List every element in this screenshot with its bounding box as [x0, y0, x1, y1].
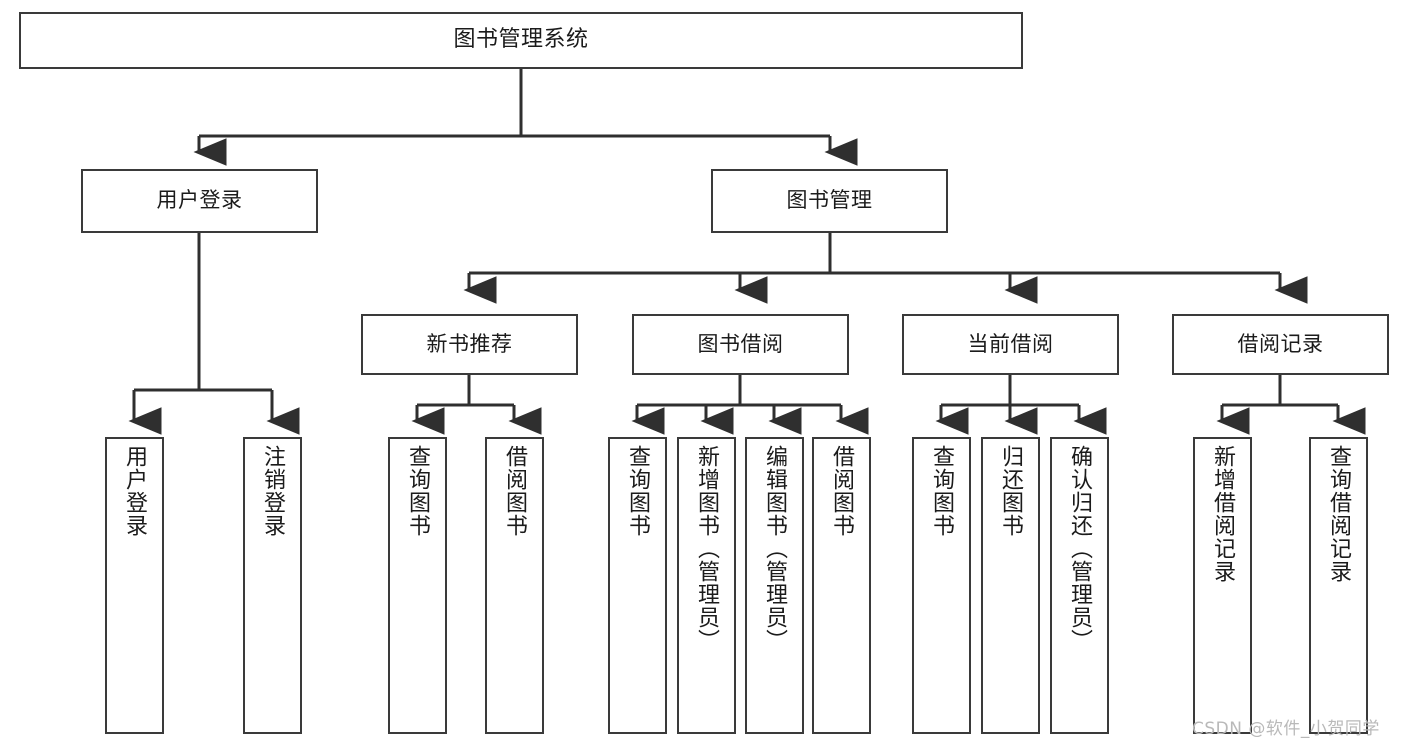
node-leaf-return-book-label: 归还图书 [998, 445, 1024, 537]
node-leaf-query-book-1-label: 查询图书 [405, 445, 431, 537]
node-root-label: 图书管理系统 [453, 27, 589, 53]
node-leaf-return-book[interactable]: 归还图书 [981, 437, 1040, 734]
node-leaf-query-record[interactable]: 查询借阅记录 [1309, 437, 1368, 734]
node-leaf-add-record-label: 新增借阅记录 [1210, 445, 1236, 583]
node-leaf-query-book-3-label: 查询图书 [929, 445, 955, 537]
node-book-manage[interactable]: 图书管理 [711, 169, 948, 233]
node-user-login-label: 用户登录 [156, 188, 243, 213]
node-leaf-query-book-1[interactable]: 查询图书 [388, 437, 447, 734]
node-borrow-record-label: 借阅记录 [1237, 331, 1324, 356]
node-leaf-confirm-return-label: 确认归还（管理员） [1067, 445, 1093, 652]
node-borrow-record[interactable]: 借阅记录 [1172, 314, 1389, 375]
node-leaf-logout-login-label: 注销登录 [260, 445, 286, 537]
node-book-borrow-label: 图书借阅 [697, 331, 784, 356]
node-leaf-user-login[interactable]: 用户登录 [105, 437, 164, 734]
node-leaf-borrow-book-1-label: 借阅图书 [502, 445, 528, 537]
node-root[interactable]: 图书管理系统 [19, 12, 1023, 69]
node-leaf-query-book-3[interactable]: 查询图书 [912, 437, 971, 734]
node-user-login[interactable]: 用户登录 [81, 169, 318, 233]
node-leaf-logout-login[interactable]: 注销登录 [243, 437, 302, 734]
node-leaf-query-record-label: 查询借阅记录 [1326, 445, 1352, 583]
node-leaf-borrow-book-2[interactable]: 借阅图书 [812, 437, 871, 734]
node-leaf-borrow-book-1[interactable]: 借阅图书 [485, 437, 544, 734]
node-current-borrow[interactable]: 当前借阅 [902, 314, 1119, 375]
node-leaf-query-book-2[interactable]: 查询图书 [608, 437, 667, 734]
node-new-book-recommend-label: 新书推荐 [426, 331, 513, 356]
node-leaf-query-book-2-label: 查询图书 [625, 445, 651, 537]
node-book-manage-label: 图书管理 [786, 188, 873, 213]
node-current-borrow-label: 当前借阅 [967, 331, 1054, 356]
node-leaf-confirm-return[interactable]: 确认归还（管理员） [1050, 437, 1109, 734]
node-leaf-edit-book[interactable]: 编辑图书（管理员） [745, 437, 804, 734]
node-leaf-add-record[interactable]: 新增借阅记录 [1193, 437, 1252, 734]
node-book-borrow[interactable]: 图书借阅 [632, 314, 849, 375]
node-leaf-add-book-label: 新增图书（管理员） [694, 445, 720, 652]
csdn-watermark: CSDN @软件_小贺同学 [1192, 719, 1380, 739]
node-new-book-recommend[interactable]: 新书推荐 [361, 314, 578, 375]
node-leaf-user-login-label: 用户登录 [122, 445, 148, 537]
node-leaf-add-book[interactable]: 新增图书（管理员） [677, 437, 736, 734]
node-leaf-edit-book-label: 编辑图书（管理员） [762, 445, 788, 652]
node-leaf-borrow-book-2-label: 借阅图书 [829, 445, 855, 537]
